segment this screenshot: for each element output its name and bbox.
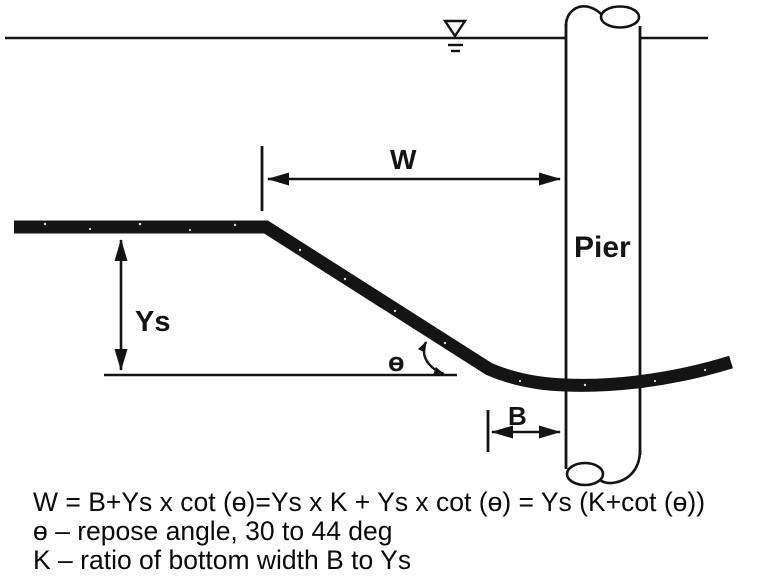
dimension-w-arrow [260,146,561,211]
equation-line: W = B+Ys x cot (ɵ)=Ys x K + Ys x cot (ɵ)… [33,487,705,517]
note-line-k: K – ratio of bottom width B to Ys [33,545,411,575]
water-level-icon [442,19,468,53]
angle-theta-label: ɵ [388,347,405,377]
dimension-ys-label: Ys [135,306,170,338]
pier-label: Pier [574,231,631,264]
dimension-b-label: B [508,401,527,431]
pier-shape [564,5,642,487]
bed-surface-line [14,220,733,392]
note-line-theta: ɵ – repose angle, 30 to 44 deg [33,516,393,546]
pier-top-ellipse-icon [599,5,641,29]
dimension-w-label: W [390,144,417,175]
dimension-b-arrow [486,410,561,452]
angle-arc-icon [417,341,445,376]
pier-bottom-ellipse-icon [565,461,605,487]
